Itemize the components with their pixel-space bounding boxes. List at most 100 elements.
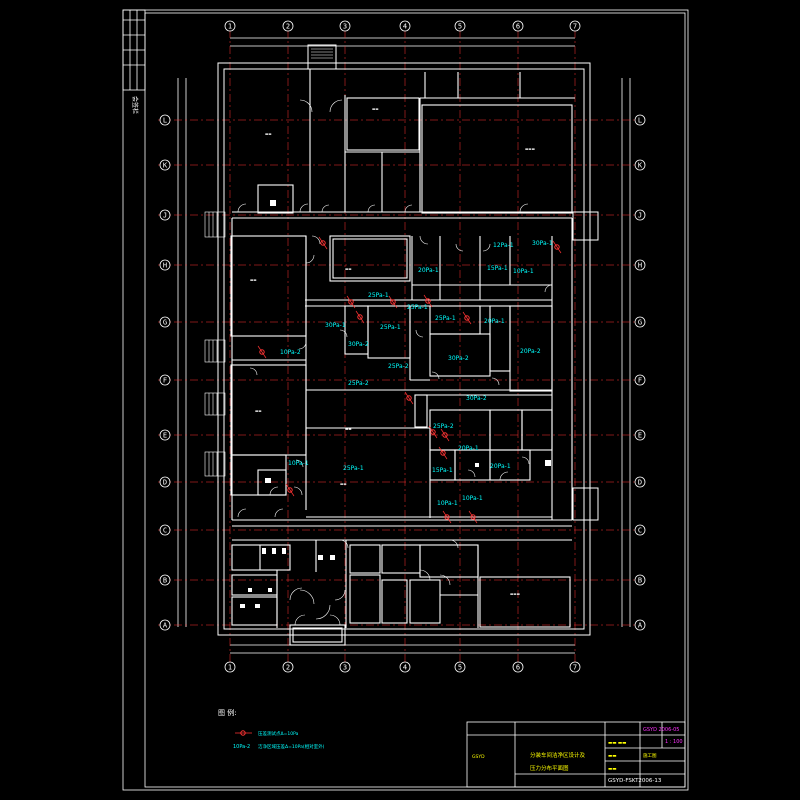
building-outline [217, 44, 599, 636]
fixtures [240, 200, 551, 608]
date-stamp: GSYD 2006-05 [643, 727, 679, 733]
col-axis-label: 6 [516, 23, 520, 31]
svg-text:▬▬: ▬▬ [250, 278, 257, 282]
row-axis-label: G [638, 319, 642, 327]
legend-title: 图 例: [218, 708, 237, 717]
svg-text:▬▬▬: ▬▬▬ [510, 592, 520, 596]
zone-pressure-label: 15Pa-1 [432, 467, 453, 474]
legend: 图 例: 压差测试点Δ=10Pa 10Pa-2 洁净区域压差Δ=10Pa(相对室… [218, 708, 325, 750]
svg-text:▬▬: ▬▬ [345, 427, 352, 431]
drawing-name: 压力分布平面图 [530, 764, 569, 772]
test-point-marker [406, 395, 412, 401]
zone-pressure-labels: 12Pa-1 30Pa-1 15Pa-1 10Pa-1 20Pa-1 25Pa-1 25Pa… [280, 240, 553, 507]
test-point-marker [390, 299, 396, 305]
row-axis-label: L [163, 117, 167, 125]
pressure-test-points [257, 236, 562, 524]
zone-pressure-label: 20Pa-1 [418, 267, 439, 274]
entrance-steps [204, 211, 226, 477]
interior-walls [230, 69, 575, 646]
room-labels: ▬▬ ▬▬ ▬▬▬ ▬▬ ▬▬ ▬▬ ▬▬ ▬▬ ▬▬▬ [250, 107, 535, 596]
zone-pressure-label: 20Pa-1 [458, 445, 479, 452]
zone-pressure-label: 25Pa-1 [380, 324, 401, 331]
col-axis-label: 7 [573, 23, 577, 31]
col-axis-label: 2 [286, 664, 290, 672]
zone-pressure-label: 25Pa-1 [407, 304, 428, 311]
side-stamp-label: 会签栏 [131, 96, 139, 114]
zone-pressure-label: 15Pa-1 [487, 265, 508, 272]
zone-pressure-label: 25Pa-2 [388, 363, 409, 370]
zone-pressure-label: 10Pa-1 [437, 500, 458, 507]
zone-pressure-label: 12Pa-1 [493, 242, 514, 249]
signature-column: 会签栏 [122, 9, 146, 114]
row-axis-label: A [638, 622, 643, 630]
row-axis-label: F [163, 377, 167, 385]
svg-text:▬▬: ▬▬ [608, 767, 617, 772]
project-name: 分装车间洁净区设计及 [530, 751, 586, 759]
door-swings [237, 99, 553, 626]
col-axis-label: 3 [343, 664, 347, 672]
zone-pressure-label: 20Pa-1 [484, 318, 505, 325]
zone-pressure-label: 10Pa-1 [288, 460, 309, 467]
row-axis-label: C [638, 527, 642, 535]
test-point-marker [430, 429, 436, 435]
col-axis-label: 1 [228, 23, 232, 31]
zone-pressure-label: 30Pa-2 [448, 355, 469, 362]
row-axis-label: D [638, 479, 642, 487]
legend-item-2-code: 10Pa-2 [233, 744, 250, 750]
legend-item-2: 洁净区域压差Δ=10Pa(相对室外) [258, 743, 325, 750]
zone-pressure-label: 20Pa-1 [490, 463, 511, 470]
svg-text:▬▬: ▬▬ [345, 267, 352, 271]
svg-text:▬▬ ▬▬: ▬▬ ▬▬ [608, 741, 626, 746]
col-axis-label: 5 [458, 664, 462, 672]
svg-text:▬▬: ▬▬ [265, 132, 272, 136]
col-axis-label: 4 [403, 664, 407, 672]
zone-pressure-label: 25Pa-2 [433, 423, 454, 430]
zone-pressure-label: 30Pa-1 [532, 240, 553, 247]
col-axis-label: 7 [573, 664, 577, 672]
sheet-border [122, 9, 689, 791]
row-axis-label: H [163, 262, 167, 270]
zone-pressure-label: 25Pa-1 [435, 315, 456, 322]
test-point-marker [357, 314, 363, 320]
row-axis-label: B [163, 577, 167, 585]
test-point-marker [442, 432, 448, 438]
zone-pressure-label: 10Pa-2 [280, 349, 301, 356]
row-axis-label: K [163, 162, 168, 170]
test-point-marker [464, 315, 470, 321]
svg-text:▬▬: ▬▬ [255, 409, 262, 413]
title-block: GSYD 分装车间洁净区设计及 压力分布平面图 GSYD-FSKT2006-13… [466, 721, 686, 788]
col-axis-label: 1 [228, 664, 232, 672]
test-point-marker [320, 240, 326, 246]
svg-text:▬▬: ▬▬ [608, 754, 617, 759]
zone-pressure-label: 30Pa-2 [348, 341, 369, 348]
test-point-marker [440, 450, 446, 456]
col-axis-label: 4 [403, 23, 407, 31]
row-axis-label: J [163, 212, 167, 220]
test-point-marker [259, 349, 265, 355]
design-stage: 施工图 [643, 752, 657, 759]
row-axis-label: L [638, 117, 642, 125]
test-point-marker [425, 298, 431, 304]
zone-pressure-label: 30Pa-2 [466, 395, 487, 402]
test-point-marker [348, 299, 354, 305]
row-axis-label: E [638, 432, 642, 440]
row-axis-label: F [638, 377, 642, 385]
sheet-inner-border [144, 12, 686, 788]
row-axis-label: C [163, 527, 167, 535]
test-point-marker [470, 514, 476, 520]
dimension-lines [177, 37, 631, 654]
row-axis-label: E [163, 432, 167, 440]
scale-stamp: 1 : 100 [665, 739, 683, 745]
zone-pressure-label: 25Pa-1 [368, 292, 389, 299]
zone-pressure-label: 20Pa-2 [520, 348, 541, 355]
col-axis-label: 5 [458, 23, 462, 31]
col-axis-label: 6 [516, 664, 520, 672]
svg-text:▬▬▬: ▬▬▬ [525, 147, 535, 151]
zone-pressure-label: 10Pa-1 [462, 495, 483, 502]
zone-pressure-label: 25Pa-1 [343, 465, 364, 472]
test-point-marker [554, 244, 560, 250]
legend-item-1: 压差测试点Δ=10Pa [258, 730, 299, 737]
svg-text:▬▬: ▬▬ [372, 107, 379, 111]
svg-text:▬▬: ▬▬ [340, 482, 347, 486]
